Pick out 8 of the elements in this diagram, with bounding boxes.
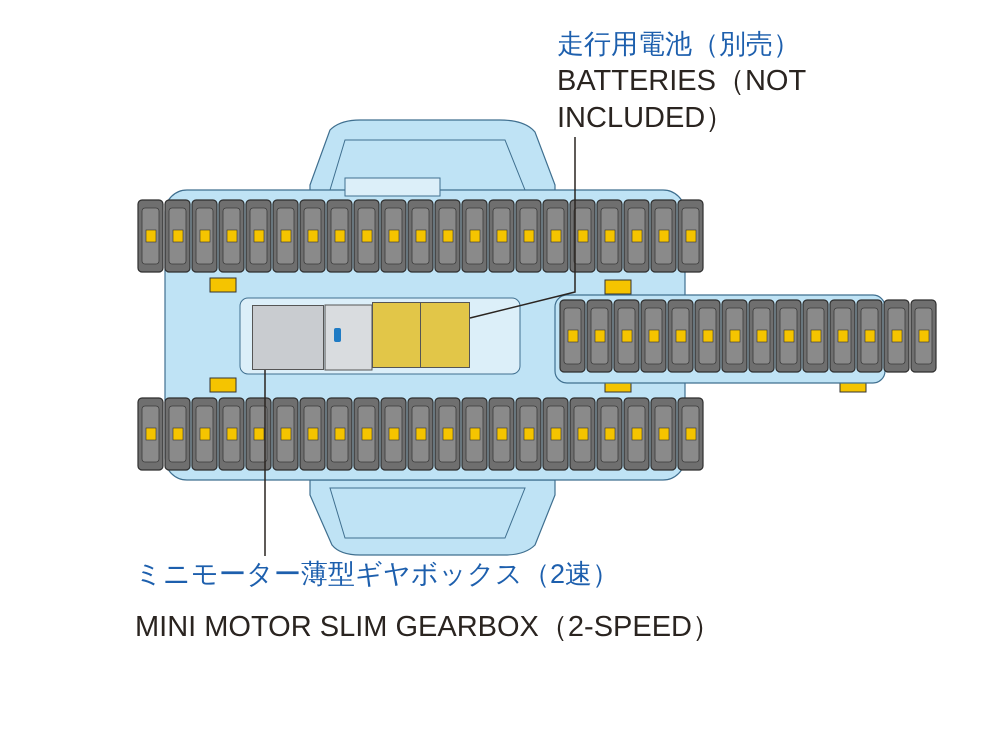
japanese-label: 走行用電池（別売） — [557, 28, 801, 61]
english-label: BATTERIES（NOT INCLUDED） — [557, 64, 807, 136]
english-label: MINI MOTOR SLIM GEARBOX（2-SPEED） — [135, 610, 722, 645]
leader-line — [470, 137, 576, 319]
battery-pack — [372, 302, 470, 368]
japanese-label: ミニモーター薄型ギヤボックス（2速） — [135, 558, 620, 591]
leader-line — [264, 370, 266, 556]
motor-unit — [252, 305, 324, 370]
